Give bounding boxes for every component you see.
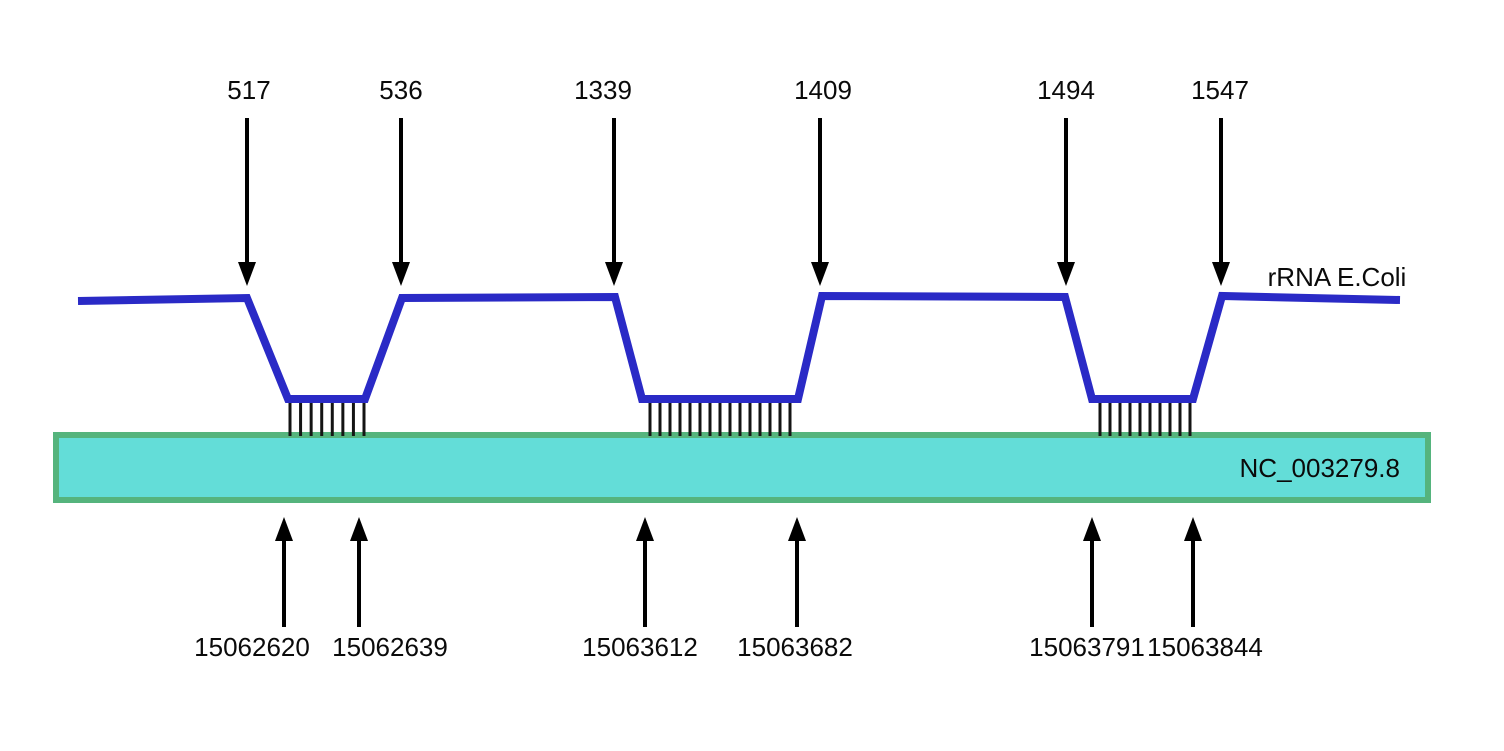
arrow-rna-1494 — [1057, 118, 1075, 286]
rna-coord-label-536: 536 — [379, 75, 422, 105]
genome-coord-label-15063682: 15063682 — [737, 632, 853, 662]
arrow-rna-517 — [238, 118, 256, 286]
hatch-marks-region-1 — [288, 402, 366, 436]
hatch-marks-region-3 — [1098, 402, 1192, 436]
genome-coord-label-15063612: 15063612 — [582, 632, 698, 662]
arrow-rna-536 — [392, 118, 410, 286]
genome-bar — [53, 432, 1431, 503]
rna-coord-label-1494: 1494 — [1037, 75, 1095, 105]
arrow-genome-15062639 — [350, 517, 368, 627]
genome-coord-label-15062620: 15062620 — [194, 632, 310, 662]
rna-coord-label-1339: 1339 — [574, 75, 632, 105]
arrow-rna-1409 — [811, 118, 829, 286]
genome-sequence-label: NC_003279.8 — [1240, 453, 1400, 483]
arrow-genome-15062620 — [275, 517, 293, 627]
rna-coord-label-1409: 1409 — [794, 75, 852, 105]
arrow-genome-15063612 — [636, 517, 654, 627]
arrow-rna-1547 — [1212, 118, 1230, 286]
arrow-genome-15063682 — [788, 517, 806, 627]
genome-coord-label-15062639: 15062639 — [332, 632, 448, 662]
hatch-marks-region-2 — [648, 402, 792, 436]
arrow-rna-1339 — [605, 118, 623, 286]
arrow-genome-15063844 — [1184, 517, 1202, 627]
genome-coord-label-15063844: 15063844 — [1147, 632, 1263, 662]
rna-coord-label-1547: 1547 — [1191, 75, 1249, 105]
rna-coord-label-517: 517 — [227, 75, 270, 105]
genome-coord-label-15063791: 15063791 — [1029, 632, 1145, 662]
arrow-genome-15063791 — [1083, 517, 1101, 627]
rna-line — [77, 291, 1401, 403]
rna-sequence-label: rRNA E.Coli — [1268, 262, 1407, 292]
